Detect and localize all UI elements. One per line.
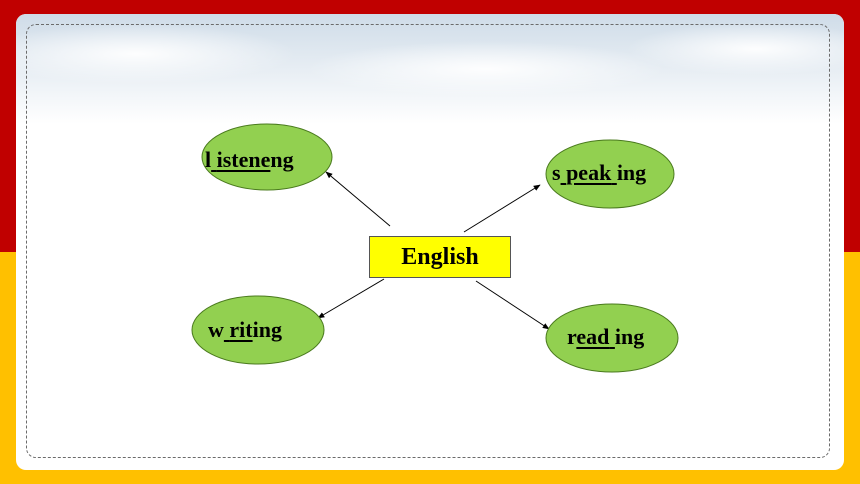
sky-background	[16, 14, 844, 124]
arrow-to-reading	[475, 280, 550, 330]
blank-reading: ead	[576, 324, 610, 349]
blank-writing: rit	[229, 317, 253, 342]
node-speaking-label: s peak ing	[552, 160, 647, 185]
arrow-to-speaking	[463, 184, 541, 233]
blank-speaking: peak	[566, 160, 612, 185]
node-listening-ellipse	[201, 123, 333, 191]
node-reading-ellipse	[545, 303, 679, 373]
node-speaking-ellipse	[545, 139, 675, 209]
arrow-to-listening	[325, 171, 391, 227]
node-writing-ellipse	[191, 295, 325, 365]
arrow-to-writing	[317, 278, 385, 319]
center-node-label: English	[401, 243, 479, 270]
dashed-border	[26, 24, 830, 458]
node-listening-label: l isteneng	[205, 147, 294, 172]
node-writing-label: w riting	[208, 317, 282, 342]
center-node-english: English	[369, 236, 511, 278]
blank-listening: istene	[216, 147, 271, 172]
slide-card	[16, 14, 844, 470]
node-reading-label: read ing	[567, 324, 645, 349]
